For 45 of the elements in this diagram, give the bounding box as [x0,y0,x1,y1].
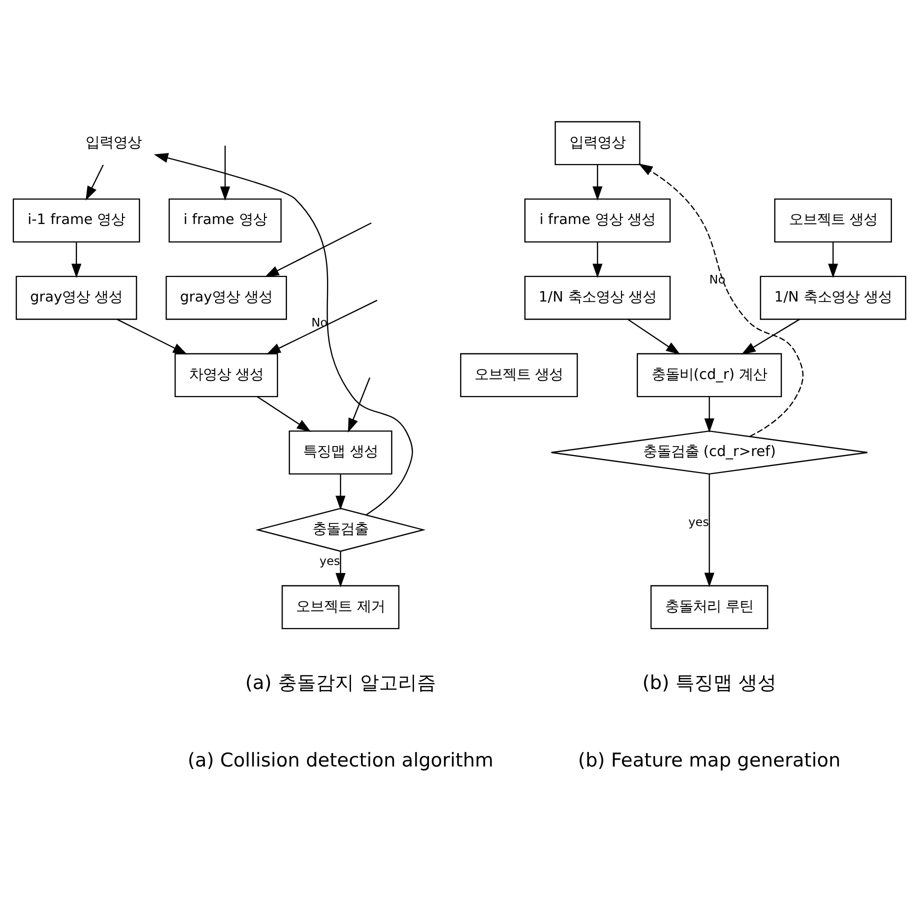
node-box: 차영상 생성 [174,353,278,398]
node-box: 특징맵 생성 [288,430,392,475]
node-box: 오브젝트 생성 [774,198,892,243]
node-box: gray영상 생성 [16,276,138,320]
node-box: 1/N 축소영상 생성 [524,276,671,320]
arrow [116,318,188,354]
arrow [256,396,312,432]
label: (b) 특징맵 생성 [642,672,776,694]
edge-label: yes [688,515,709,530]
node-box: gray영상 생성 [166,276,287,320]
arrow [704,474,714,588]
arrow [266,300,378,354]
node-box: 입력영상 [554,121,640,166]
node-box: i frame 영상 생성 [524,198,671,243]
node-box: 1/N 축소영상 생성 [760,276,906,320]
edge-label: yes [320,554,340,568]
arrow [220,146,230,201]
arrow [592,164,602,201]
node-box: 오브젝트 생성 [460,353,578,398]
arrow [154,153,413,516]
arrow [592,242,602,278]
edge-label: No [311,315,328,330]
node-box: i frame 영상 [168,198,282,243]
arrow [336,474,346,510]
node-box: 충돌비(cd_r) 계산 [636,353,782,398]
edge-label: No [709,272,726,287]
node-diamond: 충돌검출 (cd_r>ref) [550,430,868,475]
arrow [638,164,804,437]
label: (a) Collision detection algorithm [188,749,494,772]
label: (a) 충돌감지 알고리즘 [245,672,436,694]
arrow [741,318,800,355]
arrow [86,164,104,200]
node-diamond: 충돌검출 [255,508,426,552]
node-text: 입력영상 [85,134,142,151]
arrow [704,396,714,433]
arrow [264,222,372,278]
arrow [828,242,838,278]
arrow [348,377,370,433]
node-box: 충돌처리 루틴 [650,585,768,630]
arrow [71,242,82,278]
node-box: 오브젝트 제거 [282,585,400,630]
arrow [336,552,346,588]
label: (b) Feature map generation [578,749,841,772]
arrow [628,319,680,355]
node-box: i-1 frame 영상 [12,198,140,243]
